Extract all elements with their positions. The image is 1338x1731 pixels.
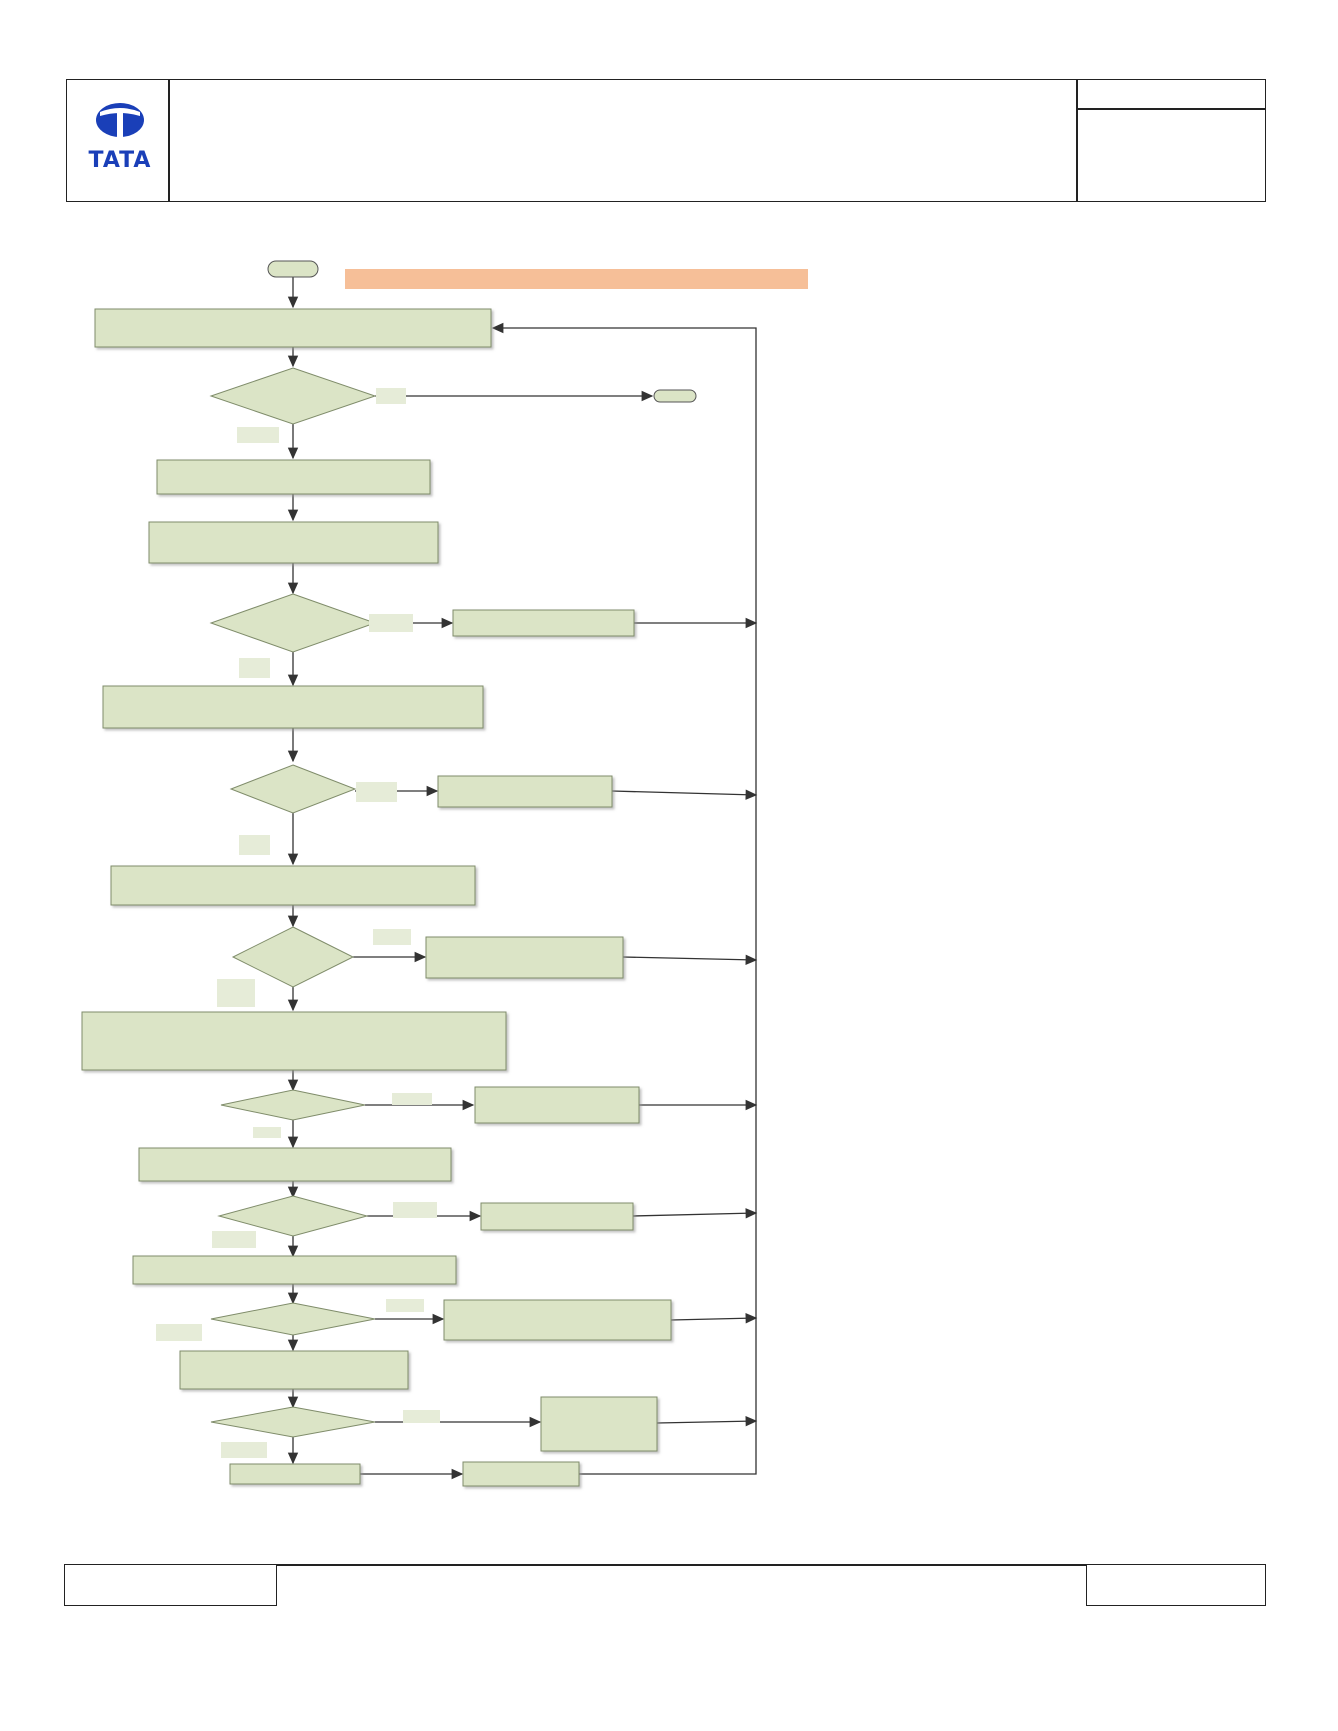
footer-right-box [1086,1564,1266,1606]
decision-6-label-right [393,1202,437,1218]
step-3 [148,521,439,564]
decision-8-label-down [221,1442,267,1458]
step-8 [132,1255,457,1285]
edge-action8-return [656,1416,758,1427]
action-3 [437,775,613,808]
edge-action6-return [632,1208,758,1219]
decision-5-label-right [392,1093,432,1105]
decision-7 [210,1302,376,1336]
decision-7-label-right [386,1299,424,1312]
header-divider-left [168,79,170,202]
start-terminator [267,260,319,278]
step-2 [156,459,431,495]
action5 [474,1086,640,1124]
header-frame [66,79,1266,202]
decision-2 [209,593,377,653]
step-6 [81,1011,507,1071]
decision-5-label-down [253,1127,281,1138]
decision-1 [209,367,377,425]
footer-rule [277,1564,1087,1566]
step-11 [462,1461,580,1487]
action-2 [452,609,635,637]
edge-action3-return [611,789,758,800]
decision-3-label-down [239,835,270,855]
banner [345,269,808,289]
header-divider-meta [1076,108,1266,110]
decision-3 [229,764,357,814]
edge-return-loop [491,322,757,1475]
decision-5 [220,1089,366,1121]
step-4 [102,685,484,729]
decision-6 [217,1195,369,1237]
decision-8-label-right [403,1410,440,1423]
decision-1-label-right [376,388,406,404]
footer-left-box [64,1564,277,1606]
end-terminator [653,389,697,403]
edge-action7-return [670,1313,758,1324]
step-10 [229,1463,361,1485]
decision-8 [210,1406,376,1438]
decision-2-label-right [369,614,413,632]
tata-logo-icon [96,103,144,137]
step-9 [179,1350,409,1390]
action-4 [425,936,624,979]
action-8 [540,1396,658,1452]
action-7 [443,1299,672,1341]
action-6 [480,1202,634,1231]
header-divider-right [1076,79,1078,202]
step-7 [138,1147,452,1182]
decision-7-label-down [156,1324,202,1341]
decision-4 [231,926,355,988]
edge-action4-return [622,954,758,965]
decision-3-label-right [356,782,397,802]
decision-6-label-down [212,1231,256,1248]
decision-4-label-right [373,929,411,945]
decision-2-label-down [239,658,270,678]
logo-wordmark: TATA [88,148,152,173]
logo: TATA [80,100,160,180]
decision-1-label-down [237,427,279,443]
decision-4-label-down [217,979,255,1007]
step-1 [94,308,492,348]
step-5 [110,865,476,906]
